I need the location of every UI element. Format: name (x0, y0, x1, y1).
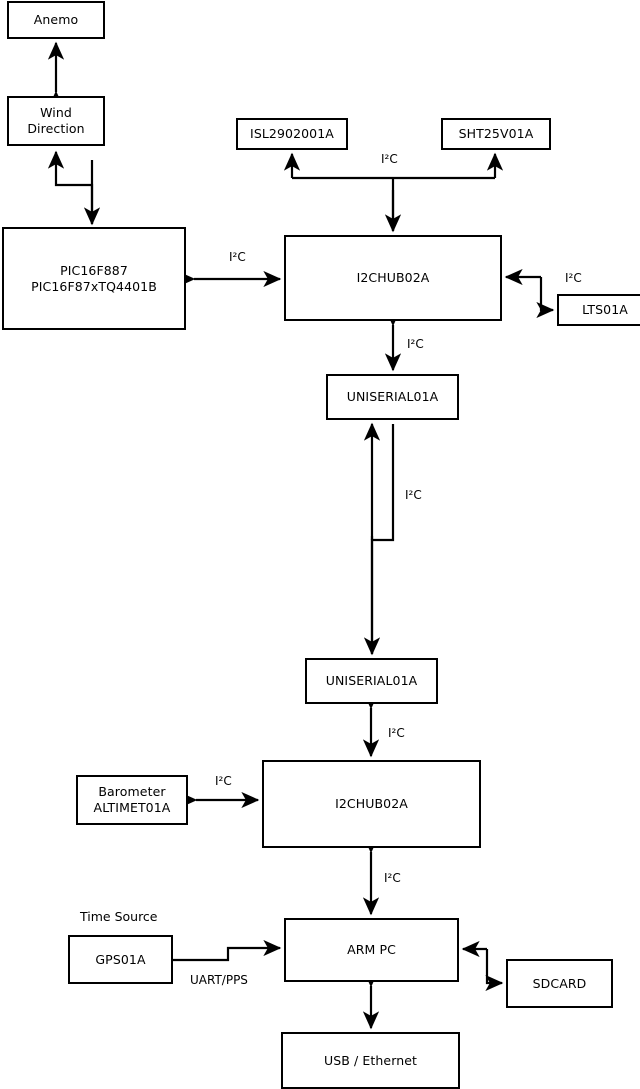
node-i2chub02a-bottom[interactable]: I2CHUB02A (262, 760, 481, 848)
node-anemo[interactable]: Anemo (7, 1, 105, 39)
node-uniserial01a-lower[interactable]: UNISERIAL01A (305, 658, 438, 704)
node-wind-direction[interactable]: Wind Direction (7, 96, 105, 146)
edge-hub-lts-path (536, 277, 555, 319)
node-lts01a[interactable]: LTS01A (557, 294, 640, 326)
node-label: I2CHUB02A (335, 796, 408, 812)
node-label: SDCARD (532, 975, 587, 991)
node-barometer-altimet01a[interactable]: Barometer ALTIMET01A (76, 775, 188, 825)
node-label: ARM PC (347, 942, 396, 958)
node-sdcard[interactable]: SDCARD (506, 959, 613, 1008)
node-label: LTS01A (582, 302, 628, 318)
node-label: Wind Direction (27, 105, 85, 136)
edge-label-hub-uniserial: I²C (407, 337, 424, 351)
node-label: ISL2902001A (250, 126, 334, 142)
node-pic-microcontroller[interactable]: PIC16F887 PIC16F87xTQ4401B (2, 227, 186, 330)
node-uniserial01a-upper[interactable]: UNISERIAL01A (326, 374, 459, 420)
edge-label-hub-lts: I²C (565, 271, 582, 285)
node-label: UNISERIAL01A (325, 673, 418, 689)
node-label: UNISERIAL01A (346, 389, 439, 405)
node-gps01a[interactable]: GPS01A (68, 935, 173, 984)
edge-label-baro-hub: I²C (215, 774, 232, 788)
node-i2chub02a-top[interactable]: I2CHUB02A (284, 235, 502, 321)
edge-armpc-sdcard-path (485, 949, 504, 992)
edge-pic-wind (47, 150, 94, 224)
edge-label-uniserial-link: I²C (405, 488, 422, 502)
edge-label-uniserial-hub: I²C (388, 726, 405, 740)
node-arm-pc[interactable]: ARM PC (284, 918, 459, 982)
label-time-source: Time Source (80, 909, 158, 924)
node-label: PIC16F887 PIC16F87xTQ4401B (31, 262, 157, 294)
edge-uniserial-elbow (370, 424, 395, 654)
node-sht25v01a[interactable]: SHT25V01A (441, 118, 551, 150)
node-label: SHT25V01A (458, 126, 534, 142)
edge-gps-armpc (173, 939, 282, 962)
edge-label-isl-sht-bus: I²C (381, 152, 398, 166)
edge-label-hub-armpc: I²C (384, 871, 401, 885)
node-label: Barometer ALTIMET01A (93, 784, 171, 815)
node-label: USB / Ethernet (323, 1052, 418, 1068)
edge-label-gps-armpc: UART/PPS (190, 973, 248, 987)
node-isl2902001a[interactable]: ISL2902001A (236, 118, 348, 150)
node-label: I2CHUB02A (356, 270, 430, 286)
node-usb-ethernet[interactable]: USB / Ethernet (281, 1032, 460, 1089)
edge-label-pic-hub: I²C (229, 250, 246, 264)
node-label: GPS01A (95, 951, 146, 967)
node-label: Anemo (33, 12, 79, 28)
